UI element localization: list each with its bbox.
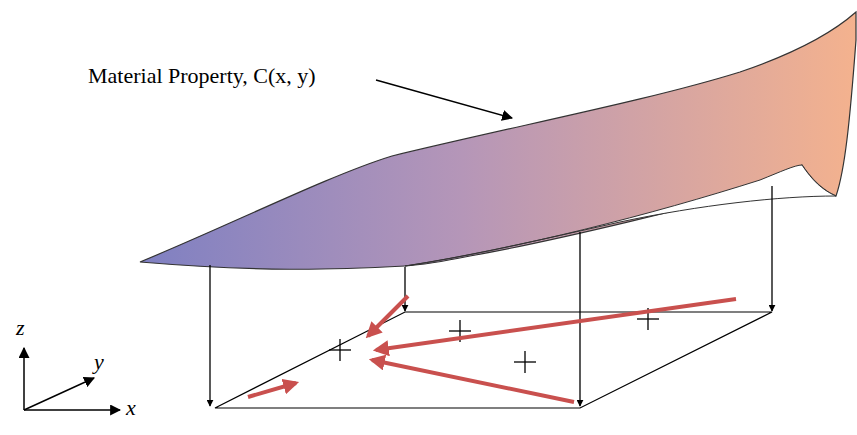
- callout-label: Material Property, C(x, y): [88, 64, 316, 88]
- axis-label: x: [126, 396, 136, 420]
- leader-arrow: [376, 80, 512, 118]
- axis-label: y: [94, 350, 104, 374]
- property-surface: [140, 12, 856, 269]
- interpolation-arrow: [376, 299, 736, 350]
- integration-point: [514, 351, 536, 373]
- y-axis: [24, 378, 94, 410]
- element-outline: [215, 312, 772, 408]
- projection-arrow: [579, 232, 580, 406]
- z-axis: [23, 348, 25, 410]
- projection-arrow: [209, 265, 210, 406]
- interpolation-arrow: [368, 296, 408, 336]
- projection-arrow: [771, 186, 772, 311]
- interpolation-arrow: [248, 383, 296, 397]
- axis-label: z: [16, 316, 25, 340]
- x-axis: [24, 409, 120, 411]
- projection-arrow: [404, 267, 405, 311]
- integration-point: [329, 339, 351, 361]
- interpolation-arrow: [372, 360, 574, 402]
